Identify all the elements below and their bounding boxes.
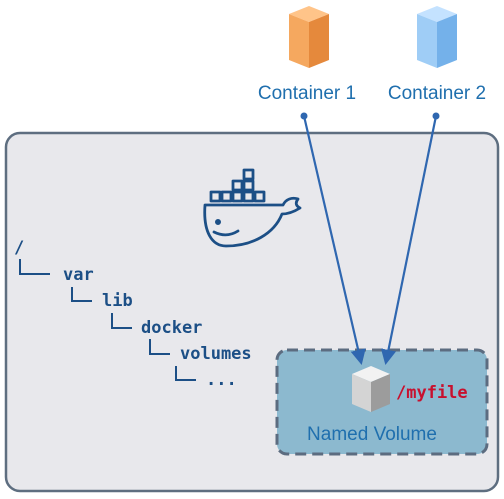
- tree-connector: [111, 313, 132, 329]
- tree-item-volumes: volumes: [180, 344, 252, 364]
- tree-item-var: var: [63, 265, 94, 285]
- docker-whale-icon: [203, 168, 302, 248]
- tree-root: /: [14, 238, 24, 258]
- arrow-container-2: [380, 115, 438, 366]
- directory-tree: / var lib docker volumes ...: [14, 238, 252, 390]
- tree-connector: [149, 339, 170, 355]
- container-1-cube-icon: [289, 6, 329, 68]
- myfile-label: /myfile: [396, 383, 468, 403]
- named-volume-label: Named Volume: [307, 424, 437, 445]
- tree-item-ellipsis: ...: [206, 370, 237, 390]
- tree-connector: [175, 366, 196, 381]
- tree-connector: [71, 287, 92, 302]
- arrow-container-1: [302, 115, 366, 366]
- container-2-cube-icon: [417, 6, 457, 68]
- container-2-label: Container 2: [388, 83, 486, 104]
- tree-item-docker: docker: [141, 318, 202, 338]
- tree-item-lib: lib: [102, 291, 133, 311]
- file-cube-icon: [352, 366, 390, 412]
- container-1-label: Container 1: [258, 83, 356, 104]
- mount-arrows: [300, 112, 440, 366]
- tree-connector: [19, 259, 50, 275]
